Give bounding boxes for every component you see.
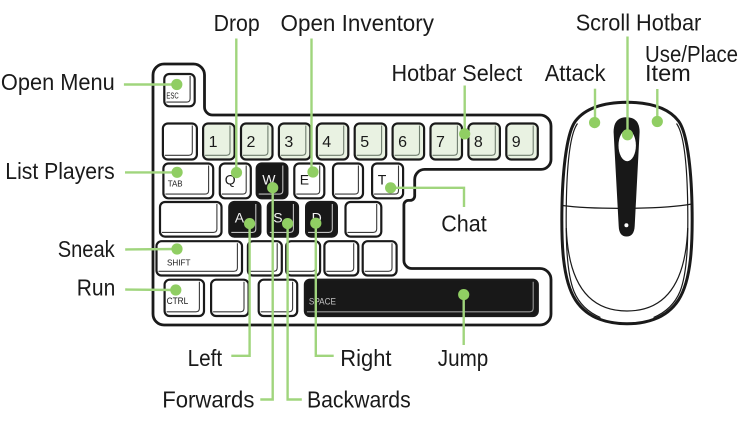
svg-text:Drop: Drop	[214, 10, 260, 36]
svg-text:2: 2	[247, 134, 256, 151]
svg-text:SPACE: SPACE	[309, 296, 336, 307]
svg-text:Hotbar Select: Hotbar Select	[392, 60, 523, 86]
svg-text:7: 7	[436, 134, 445, 151]
svg-text:Attack: Attack	[545, 60, 606, 86]
svg-text:8: 8	[474, 134, 483, 151]
svg-text:Use/Place: Use/Place	[645, 41, 738, 67]
svg-text:5: 5	[360, 134, 369, 151]
svg-text:Scroll Hotbar: Scroll Hotbar	[576, 10, 702, 36]
svg-text:SHIFT: SHIFT	[167, 257, 191, 267]
svg-text:9: 9	[512, 134, 521, 151]
svg-text:Q: Q	[225, 172, 236, 188]
svg-text:Forwards: Forwards	[162, 386, 254, 412]
svg-text:Jump: Jump	[438, 345, 489, 371]
svg-text:ESC: ESC	[166, 92, 178, 101]
svg-text:S: S	[273, 209, 282, 225]
svg-text:E: E	[300, 172, 309, 188]
svg-text:6: 6	[398, 134, 407, 151]
svg-text:Item: Item	[645, 60, 691, 86]
svg-text:List Players: List Players	[5, 158, 114, 184]
svg-text:Open Inventory: Open Inventory	[281, 10, 435, 36]
svg-text:Chat: Chat	[441, 211, 487, 237]
svg-text:CTRL: CTRL	[167, 296, 189, 306]
svg-text:Sneak: Sneak	[58, 236, 115, 262]
svg-text:D: D	[312, 209, 322, 225]
svg-text:A: A	[235, 209, 245, 225]
svg-text:T: T	[378, 172, 387, 188]
svg-text:1: 1	[209, 134, 218, 151]
svg-text:Open Menu: Open Menu	[1, 69, 115, 95]
svg-text:Left: Left	[188, 345, 223, 371]
svg-text:Right: Right	[340, 345, 392, 371]
svg-text:TAB: TAB	[168, 179, 183, 188]
svg-text:Run: Run	[77, 274, 116, 300]
svg-text:3: 3	[284, 134, 293, 151]
svg-text:Backwards: Backwards	[307, 386, 411, 412]
svg-text:4: 4	[322, 134, 331, 151]
